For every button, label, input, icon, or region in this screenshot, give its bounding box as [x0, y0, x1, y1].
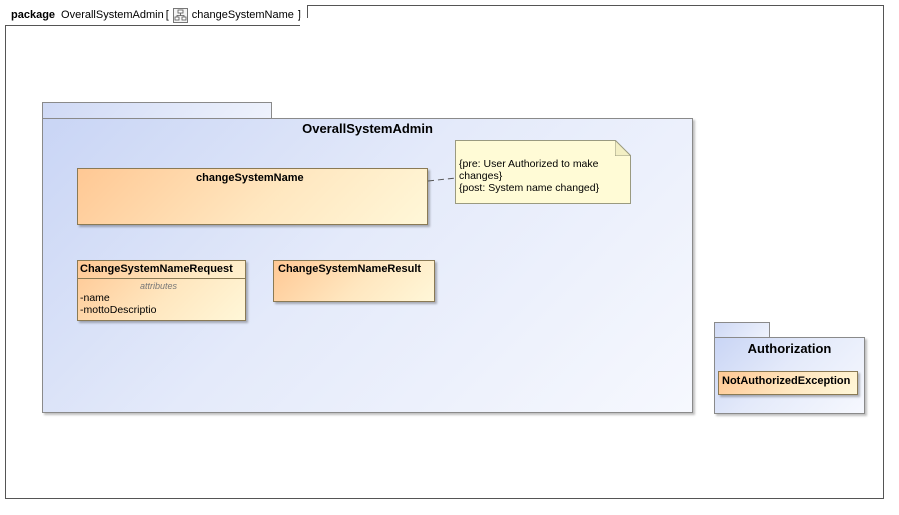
- package-tab-authorization[interactable]: [714, 322, 770, 338]
- class-changesystemnameresult[interactable]: ChangeSystemNameResult: [273, 260, 435, 302]
- note-line: {pre: User Authorized to make: [459, 158, 599, 170]
- class-diagram-icon: [172, 7, 188, 23]
- class-name: ChangeSystemNameRequest: [80, 263, 233, 275]
- class-name: changeSystemName: [196, 172, 304, 184]
- frame-header: package OverallSystemAdmin [ changeSyste…: [5, 5, 308, 26]
- note-fold-corner: [615, 140, 631, 156]
- frame-diagram-name: changeSystemName: [191, 9, 294, 21]
- note-line: changes}: [459, 170, 503, 182]
- frame-bracket-close: ]: [297, 9, 301, 21]
- constraint-note[interactable]: {pre: User Authorized to make changes} {…: [455, 140, 631, 204]
- package-title: OverallSystemAdmin: [302, 121, 433, 136]
- frame-package-name: OverallSystemAdmin: [61, 9, 164, 21]
- package-title: Authorization: [747, 341, 832, 356]
- class-changesystemnamerequest[interactable]: ChangeSystemNameRequest attributes -name…: [77, 260, 246, 321]
- compartment-label: attributes: [140, 281, 178, 291]
- class-divider: [78, 278, 245, 279]
- class-changesystemname[interactable]: changeSystemName: [77, 168, 428, 225]
- class-name: ChangeSystemNameResult: [278, 263, 422, 275]
- class-notauthorizedexception[interactable]: NotAuthorizedException: [718, 371, 858, 395]
- frame-bracket-open: [: [165, 9, 169, 21]
- class-name: NotAuthorizedException: [722, 375, 851, 387]
- attribute: -name: [80, 292, 110, 304]
- note-line: {post: System name changed}: [459, 182, 600, 194]
- attribute: -mottoDescriptio: [80, 304, 157, 316]
- package-tab-overallsystemadmin[interactable]: [42, 102, 272, 119]
- frame-keyword: package: [11, 9, 56, 21]
